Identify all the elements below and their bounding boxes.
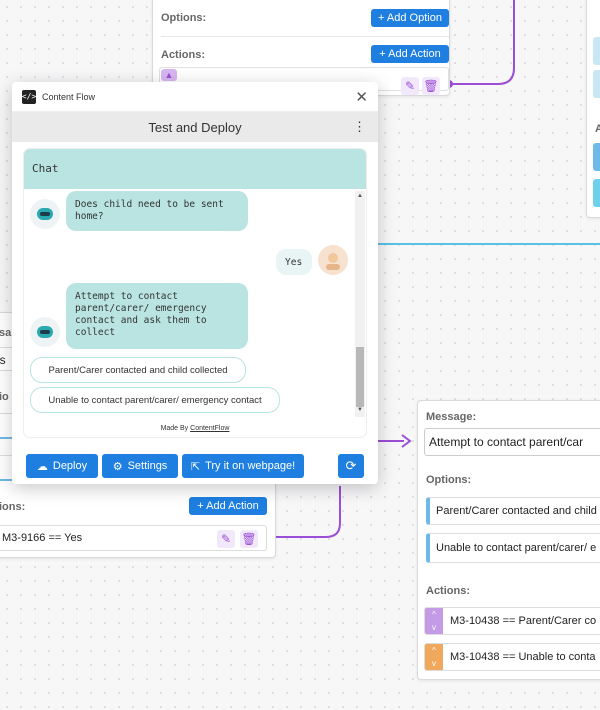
chevron-up-down-icon[interactable]: ^v xyxy=(425,608,443,634)
right-node-card: Message: Attempt to contact parent/car O… xyxy=(417,400,600,680)
right-top-partial-card: A xyxy=(586,0,600,218)
chevron-up-icon[interactable]: ▲ xyxy=(161,69,177,81)
divider xyxy=(161,36,449,37)
arrow-head xyxy=(401,434,412,448)
more-options-icon[interactable]: ⋮ xyxy=(353,119,366,134)
user-avatar-icon xyxy=(318,245,348,275)
chevron-up-down-icon[interactable]: ^v xyxy=(425,644,443,670)
left-add-action-button[interactable]: + Add Action xyxy=(189,497,267,515)
chat-window: Chat Does child need to be sent home? Ye… xyxy=(24,149,366,437)
made-by-footer: Made By ContentFlow xyxy=(24,425,366,432)
top-options-label: Options: xyxy=(161,12,207,24)
quick-option-2[interactable]: Unable to contact parent/carer/ emergenc… xyxy=(30,387,280,413)
right-action-text-1: M3-10438 == Parent/Carer co xyxy=(450,615,597,627)
delete-icon[interactable]: 🗑 xyxy=(422,77,440,95)
right-message-label: Message: xyxy=(426,411,477,423)
refresh-button[interactable]: ⟳ xyxy=(338,454,364,478)
try-webpage-button[interactable]: ⇱Try it on webpage! xyxy=(182,454,304,478)
bot-avatar-icon xyxy=(30,317,60,347)
left-action-text: M3-9166 == Yes xyxy=(2,532,83,544)
made-by-text: Made By xyxy=(160,425,191,432)
right-action-row-1: ^v M3-10438 == Parent/Carer co xyxy=(424,607,600,635)
code-logo-icon: </> xyxy=(22,89,36,104)
app-name: Content Flow xyxy=(42,91,96,102)
chat-title: Chat xyxy=(32,162,59,175)
chat-scrollbar[interactable]: ▲ ▼ xyxy=(355,191,365,417)
deploy-button[interactable]: ☁Deploy xyxy=(26,454,98,478)
right-action-text-2: M3-10438 == Unable to conta xyxy=(450,651,596,663)
add-option-button[interactable]: + Add Option xyxy=(371,9,449,27)
left-delete-icon[interactable]: 🗑 xyxy=(240,530,258,548)
refresh-icon: ⟳ xyxy=(345,458,357,473)
right-options-label: Options: xyxy=(426,474,472,486)
bot-message-2: Attempt to contact parent/carer/ emergen… xyxy=(66,283,248,349)
user-message-1: Yes xyxy=(276,249,312,275)
right-message-field: Attempt to contact parent/car xyxy=(424,428,600,456)
right-option-2[interactable]: Unable to contact parent/carer/ e xyxy=(426,533,600,563)
modal-subbar: Test and Deploy ⋮ xyxy=(12,112,378,142)
made-by-link[interactable]: ContentFlow xyxy=(190,425,230,432)
bot-avatar-icon xyxy=(30,199,60,229)
right-action-row-2: ^v M3-10438 == Unable to conta xyxy=(424,643,600,671)
top-node-card: Options: + Add Option Actions: + Add Act… xyxy=(152,0,450,96)
right-option-1[interactable]: Parent/Carer contacted and child xyxy=(426,497,600,525)
quick-option-1[interactable]: Parent/Carer contacted and child collect… xyxy=(30,357,246,383)
gear-icon: ⚙ xyxy=(112,460,123,473)
left-partial-label-1: sa xyxy=(0,327,12,339)
bot-message-1: Does child need to be sent home? xyxy=(66,191,248,231)
left-actions-label: ions: xyxy=(0,501,26,513)
chat-header: Chat xyxy=(24,149,366,189)
left-edit-icon[interactable]: ✎ xyxy=(217,530,235,548)
left-partial-label-2: io xyxy=(0,391,9,403)
connector-top xyxy=(448,0,515,85)
connector-left xyxy=(265,486,341,538)
modal-header: </> Content Flow ✕ xyxy=(12,82,378,112)
add-action-button[interactable]: + Add Action xyxy=(371,45,449,63)
cloud-upload-icon: ☁ xyxy=(36,460,48,473)
right-actions-label: Actions: xyxy=(426,585,470,597)
modal-subtitle: Test and Deploy xyxy=(148,119,242,135)
top-actions-label: Actions: xyxy=(161,49,205,61)
external-link-icon: ⇱ xyxy=(190,460,201,473)
test-deploy-modal: </> Content Flow ✕ Test and Deploy ⋮ Cha… xyxy=(12,82,378,484)
close-icon[interactable]: ✕ xyxy=(355,88,368,106)
edit-icon[interactable]: ✎ xyxy=(401,77,419,95)
settings-button[interactable]: ⚙Settings xyxy=(102,454,178,478)
left-action-row: M3-9166 == Yes ✎ 🗑 xyxy=(0,525,267,551)
